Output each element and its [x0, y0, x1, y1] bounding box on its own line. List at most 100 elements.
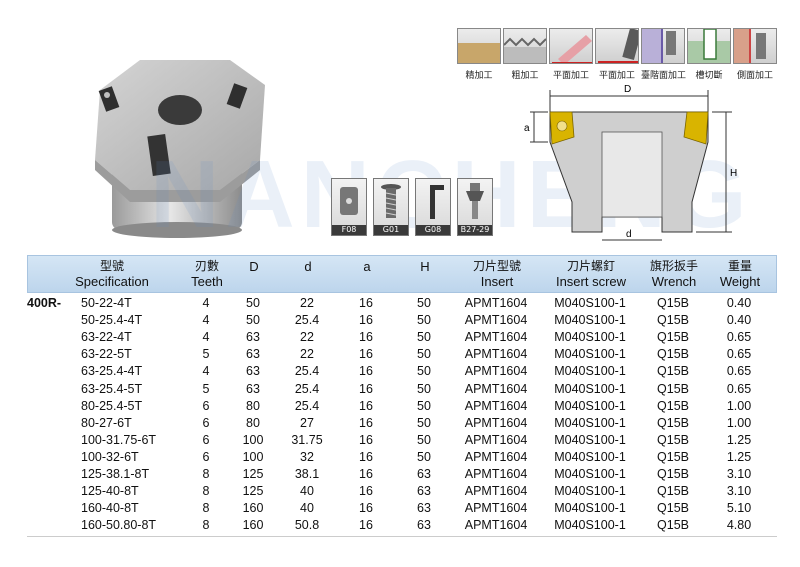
series-label: 400R-: [27, 296, 62, 310]
slotting-icon: 槽切斷: [687, 28, 731, 81]
cell-insert: APMT1604: [464, 484, 528, 499]
screw-icon: G01: [373, 178, 409, 236]
header-H: H: [420, 259, 430, 274]
cell-H: 50: [417, 449, 431, 464]
cell-specification: 100-32-6T: [81, 449, 139, 464]
cell-a: 16: [359, 364, 373, 379]
cell-teeth: 4: [202, 330, 210, 345]
cell-insert: APMT1604: [464, 501, 528, 516]
cell-specification: 50-25.4-4T: [81, 313, 143, 328]
header-d: d: [304, 259, 312, 274]
cell-H: 50: [417, 313, 431, 328]
cell-insert: APMT1604: [464, 415, 528, 430]
face-milling-2-icon: 平面加工: [595, 28, 639, 81]
cell-insert: APMT1604: [464, 432, 528, 447]
arbor-bolt-icon: B27-29: [457, 178, 493, 236]
cell-D: 125: [242, 467, 264, 481]
dim-label-H: H: [730, 168, 737, 179]
cell-insert-screw: M040S100-1: [554, 501, 626, 516]
cell-teeth: 8: [202, 467, 210, 481]
cell-weight: 1.25: [726, 432, 752, 447]
cell-H: 63: [417, 467, 431, 481]
accessory-icons: F08 G01 G08 B27-29: [331, 178, 499, 238]
cell-D: 80: [246, 415, 260, 430]
cell-insert: APMT1604: [464, 381, 528, 396]
insert-icon: F08: [331, 178, 367, 236]
cell-teeth: 4: [202, 364, 210, 379]
cell-wrench: Q15B: [657, 364, 689, 379]
cell-H: 50: [417, 347, 431, 362]
cell-weight: 0.65: [726, 347, 752, 362]
cell-H: 50: [417, 330, 431, 345]
cell-wrench: Q15B: [657, 518, 689, 533]
cell-d: 25.4: [294, 381, 320, 396]
cell-D: 160: [242, 501, 264, 516]
cell-wrench: Q15B: [657, 398, 689, 413]
cell-D: 160: [242, 518, 264, 533]
cell-H: 50: [417, 381, 431, 396]
cell-d: 38.1: [294, 467, 320, 481]
cell-wrench: Q15B: [657, 415, 689, 430]
cell-insert: APMT1604: [464, 518, 528, 533]
cell-wrench: Q15B: [657, 467, 689, 481]
dimension-drawing: D a H d: [524, 84, 737, 241]
cell-D: 63: [246, 381, 260, 396]
cell-specification: 100-31.75-6T: [81, 432, 157, 447]
cell-specification: 63-22-5T: [81, 347, 132, 362]
cell-teeth: 6: [202, 398, 210, 413]
cell-H: 50: [417, 398, 431, 413]
cell-d: 25.4: [294, 398, 320, 413]
cell-insert-screw: M040S100-1: [554, 347, 626, 362]
operation-icons: 精加工 粗加工 平面加工 平面加工 臺階面加工 槽切斷 側面加工: [457, 28, 777, 83]
cell-a: 16: [359, 347, 373, 362]
cell-a: 16: [359, 313, 373, 328]
cell-insert-screw: M040S100-1: [554, 415, 626, 430]
cell-wrench: Q15B: [657, 449, 689, 464]
cell-weight: 0.40: [726, 313, 752, 328]
cell-insert-screw: M040S100-1: [554, 432, 626, 447]
cell-d: 31.75: [291, 432, 323, 447]
cell-D: 50: [246, 313, 260, 328]
cell-teeth: 8: [202, 484, 210, 499]
cell-D: 63: [246, 347, 260, 362]
cell-specification: 80-25.4-5T: [81, 398, 143, 413]
cell-insert-screw: M040S100-1: [554, 484, 626, 499]
cell-insert: APMT1604: [464, 449, 528, 464]
cell-weight: 5.10: [726, 501, 752, 516]
cell-teeth: 5: [202, 381, 210, 396]
header-D: D: [249, 259, 259, 274]
cell-H: 50: [417, 296, 431, 310]
cell-weight: 0.65: [726, 364, 752, 379]
cell-wrench: Q15B: [657, 347, 689, 362]
cell-D: 100: [242, 432, 264, 447]
cell-d: 27: [300, 415, 314, 430]
cell-teeth: 6: [202, 415, 210, 430]
cell-weight: 3.10: [726, 467, 752, 481]
cell-D: 63: [246, 330, 260, 345]
cell-H: 50: [417, 432, 431, 447]
cell-teeth: 8: [202, 518, 210, 533]
cell-a: 16: [359, 501, 373, 516]
cell-teeth: 4: [202, 313, 210, 328]
dim-label-d: d: [626, 229, 632, 240]
shoulder-milling-icon: 臺階面加工: [641, 28, 686, 81]
cell-weight: 4.80: [726, 518, 752, 533]
cell-weight: 0.65: [726, 330, 752, 345]
cell-weight: 0.65: [726, 381, 752, 396]
dim-label-D: D: [624, 84, 631, 95]
cell-teeth: 4: [202, 296, 210, 310]
cell-insert-screw: M040S100-1: [554, 381, 626, 396]
cell-wrench: Q15B: [657, 501, 689, 516]
cell-d: 32: [300, 449, 314, 464]
